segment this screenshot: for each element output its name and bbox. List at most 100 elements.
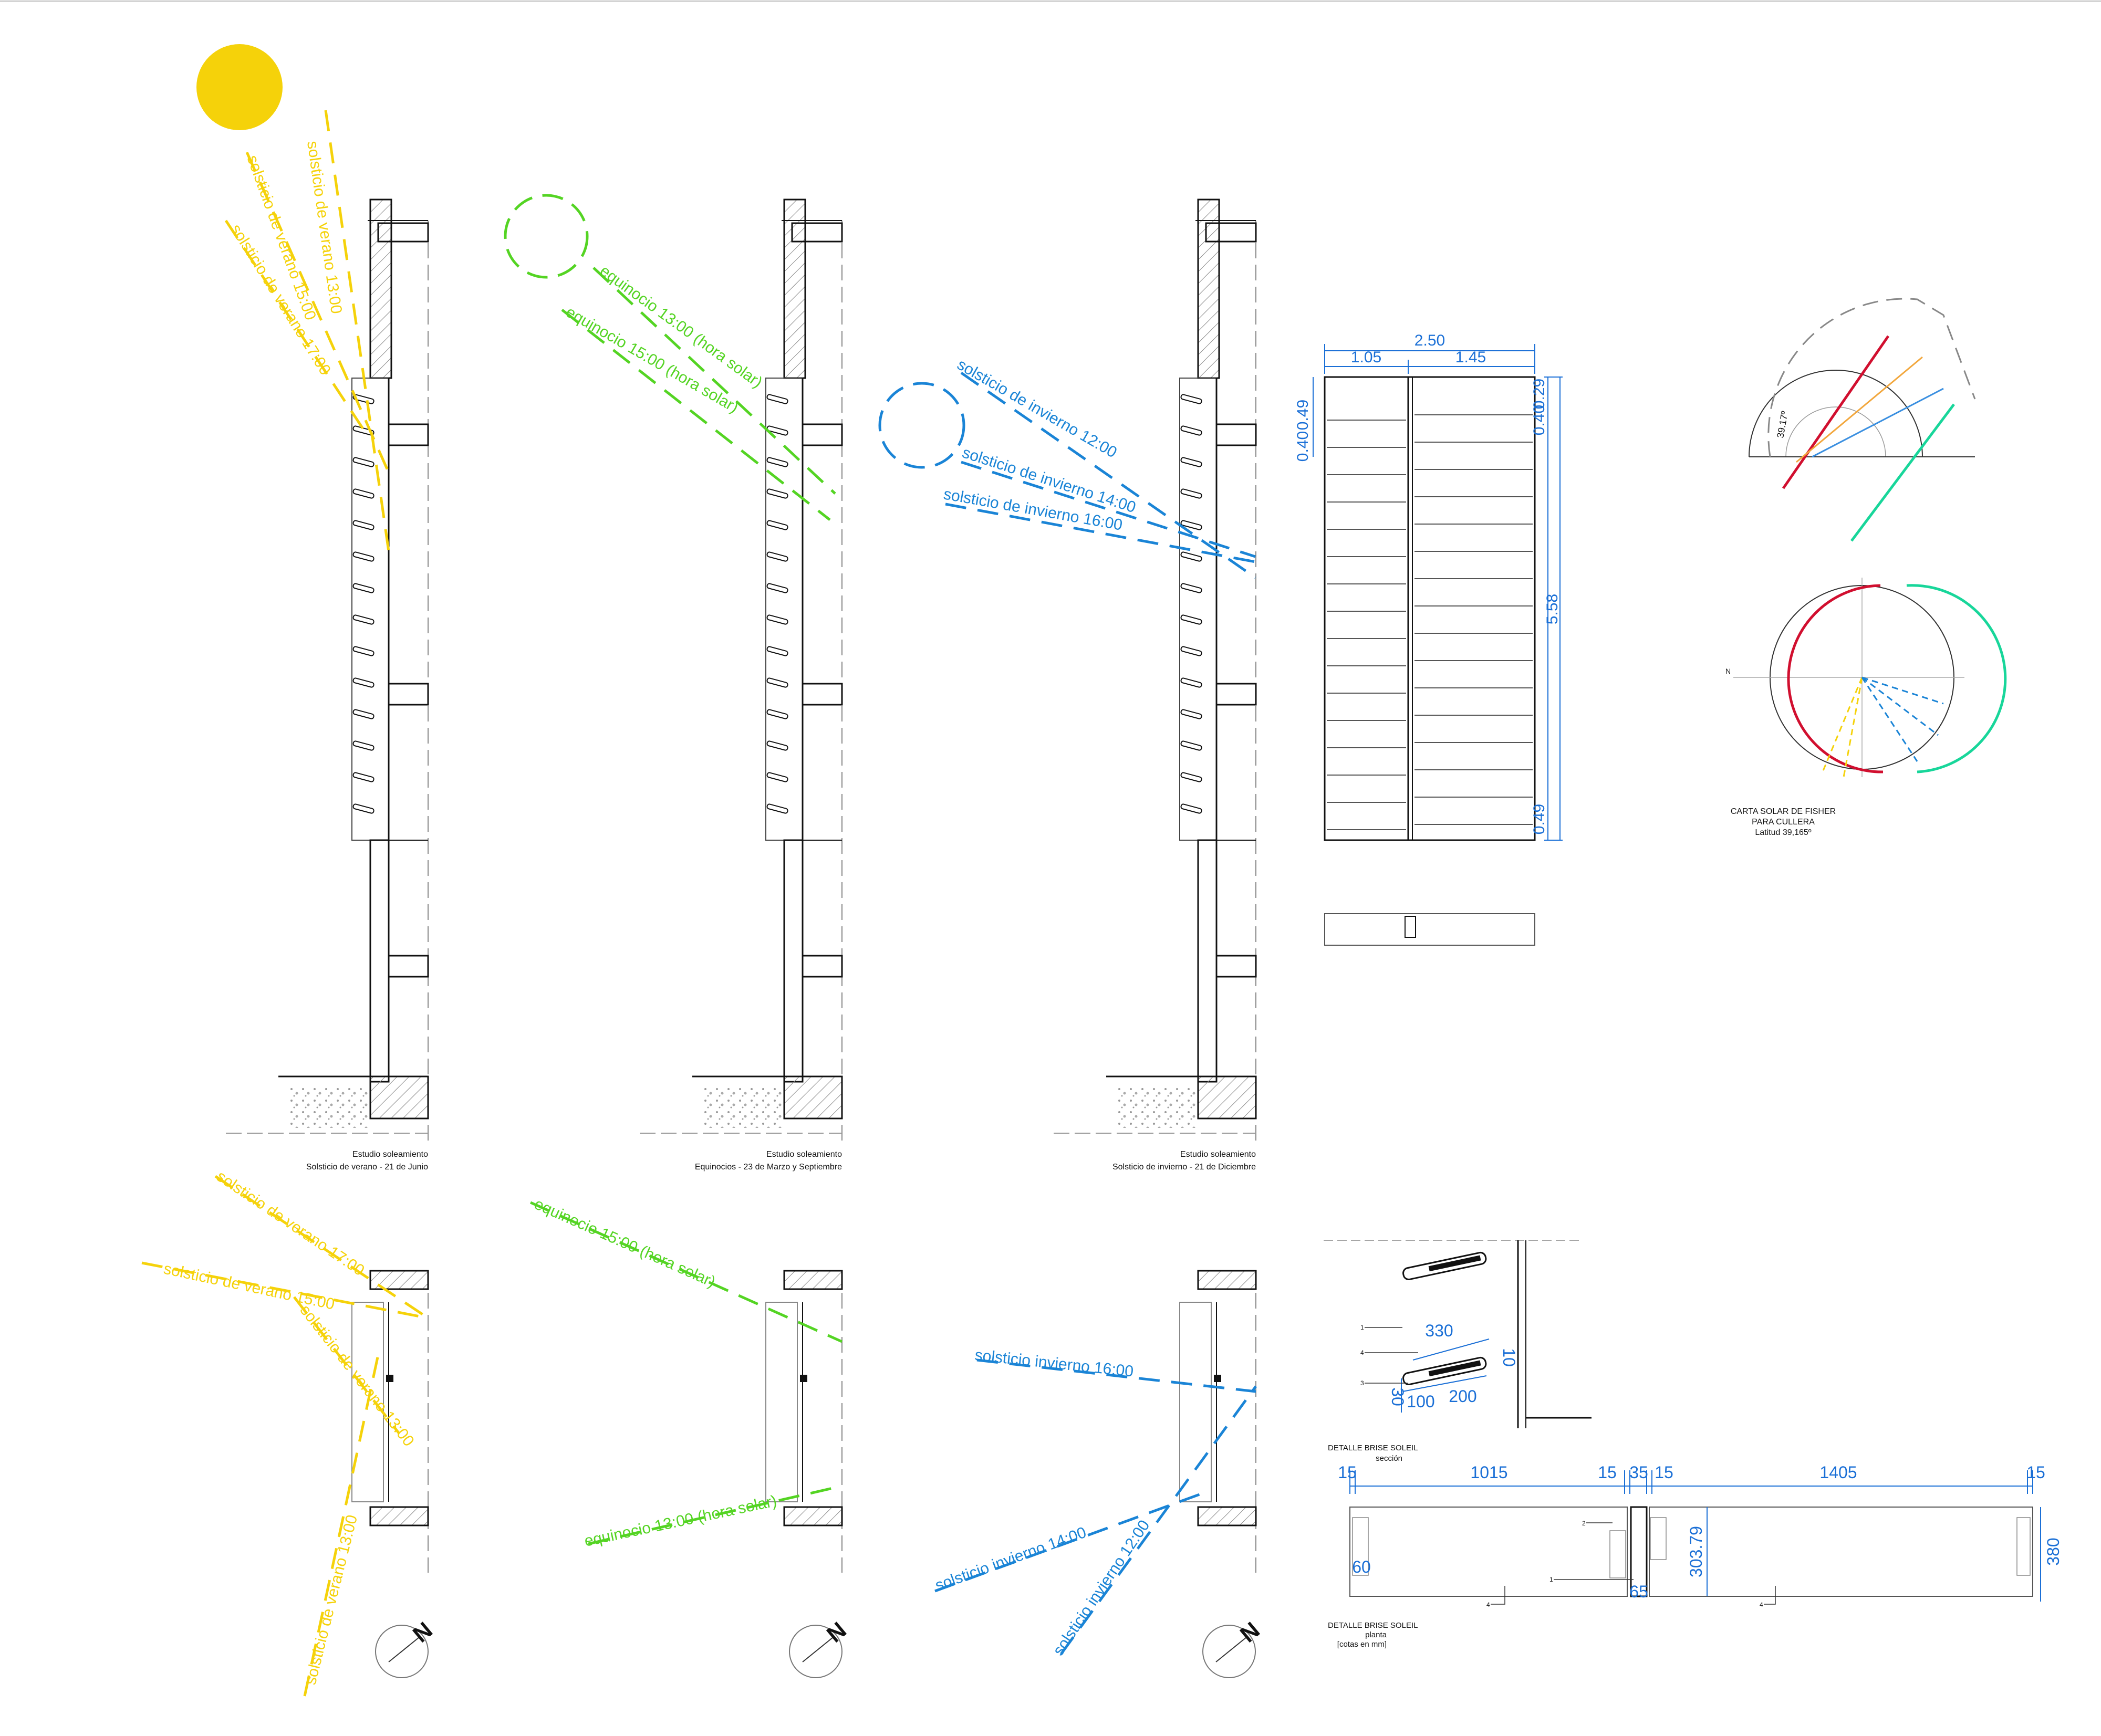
louvre-slat <box>352 583 375 593</box>
louvre-slat <box>352 520 375 530</box>
louvre-slat <box>766 488 788 499</box>
detail-dim-30: 30 <box>1388 1387 1407 1406</box>
louvre-slat <box>766 772 788 782</box>
louvre-slat <box>352 772 375 782</box>
floor-plan <box>351 1270 429 1573</box>
dim-right-second: 0.40 <box>1531 405 1548 435</box>
lower-wall <box>369 839 390 1083</box>
louvre-slat <box>1180 457 1202 467</box>
ground-fill <box>289 1086 368 1128</box>
foundation <box>783 1075 843 1120</box>
dim-right-width: 1.45 <box>1455 349 1486 366</box>
winter-sun-icon <box>878 382 965 469</box>
fisher-latitude: Latitud 39,165º <box>1755 828 1811 837</box>
summer-rays <box>224 110 390 552</box>
brise-soleil-section-detail: 330 10 30 100 200 1 4 3 DETALLE BRISE SO… <box>1324 1240 1592 1463</box>
floor-slab <box>802 683 843 706</box>
slat-body <box>766 394 788 404</box>
louvre-slat <box>1180 677 1202 688</box>
louvre-slat <box>766 740 788 751</box>
louvre-slat <box>766 646 788 656</box>
slat-body <box>766 614 788 625</box>
louvre-slat <box>352 488 375 499</box>
detail-marker-4: 4 <box>1360 1349 1364 1356</box>
roof-slab <box>377 222 429 243</box>
slat-body <box>1180 614 1202 625</box>
equinox-plan-label-2: equinocio 13:00 (hora solar) <box>583 1492 778 1550</box>
louvre-slat <box>766 520 788 530</box>
slat-body <box>766 457 788 467</box>
louvre-slat <box>352 709 375 719</box>
caption-summer-title: Estudio soleamiento <box>352 1150 428 1159</box>
brise-plan <box>765 1302 798 1502</box>
fisher-title: CARTA SOLAR DE FISHER <box>1731 807 1836 816</box>
plan-dim-60: 60 <box>1352 1557 1371 1576</box>
floor-slab <box>1215 683 1257 706</box>
caption-winter-sub: Solsticio de invierno - 21 de Diciembre <box>1112 1163 1256 1172</box>
slat-body <box>352 551 375 562</box>
louvre-slat <box>352 394 375 404</box>
slat-body <box>352 488 375 499</box>
equinox-plan-rays <box>529 1201 843 1545</box>
summer-ray-label-1: solsticio de verano 13:00 <box>304 140 345 315</box>
ground-fill <box>703 1086 782 1128</box>
caption-equinox-sub: Equinocios - 23 de Marzo y Septiembre <box>695 1163 842 1172</box>
slat-body <box>766 551 788 562</box>
facade-section <box>640 198 843 1145</box>
north-arrow-icon: N <box>375 1617 438 1678</box>
louvre-slat <box>1180 425 1202 436</box>
louvre-slat <box>766 614 788 625</box>
lower-wall <box>1197 839 1218 1083</box>
summer-sun-icon <box>196 44 283 130</box>
dim-right-top: 0.29 <box>1531 379 1548 409</box>
floor-plan <box>765 1270 843 1573</box>
louvre-slat <box>352 614 375 625</box>
slat-body <box>352 583 375 593</box>
louvre-slat <box>352 646 375 656</box>
section-captions: Estudio soleamiento Solsticio de verano … <box>306 1150 1256 1172</box>
ground-fill <box>1117 1086 1195 1128</box>
slat-body <box>766 803 788 814</box>
fisher-solar-chart: 39.17º N CARTA SOLAR DE FISHER PARA CULL… <box>1725 298 2007 837</box>
slat-body <box>1180 394 1202 404</box>
floor-slab <box>1215 955 1257 978</box>
slat-body <box>766 488 788 499</box>
summer-plan-label-4: solsticio de verano 13:00 <box>302 1513 361 1687</box>
slat-body <box>352 772 375 782</box>
slat-body <box>1180 583 1202 593</box>
detail-dim-100: 100 <box>1407 1392 1434 1411</box>
louvre-slat <box>766 394 788 404</box>
slat-body <box>1180 425 1202 436</box>
slat-body <box>766 425 788 436</box>
floor-slab <box>802 955 843 978</box>
louvre-slat <box>1180 740 1202 751</box>
slat-body <box>352 677 375 688</box>
slat-body <box>1180 803 1202 814</box>
dim-left-top: 0.49 <box>1294 400 1312 430</box>
louvre-slat <box>352 457 375 467</box>
plan-dim-303: 303.79 <box>1687 1526 1705 1577</box>
slat-body <box>766 677 788 688</box>
brise-soleil-plan-detail: 15 1015 15 35 15 1405 15 60 303.79 380 6… <box>1328 1463 2063 1649</box>
slat-body <box>1180 520 1202 530</box>
mullion <box>800 1375 807 1382</box>
louvre-slat <box>766 677 788 688</box>
foundation <box>1197 1075 1257 1120</box>
slat-body <box>766 772 788 782</box>
plan-marker-4-a: 4 <box>1486 1601 1490 1608</box>
slat-body <box>352 425 375 436</box>
upper-wall <box>1197 198 1220 379</box>
roof-slab <box>791 222 843 243</box>
louvre-slat <box>352 740 375 751</box>
equinox-rays <box>561 267 836 521</box>
louvre-slat <box>1180 803 1202 814</box>
caption-winter-title: Estudio soleamiento <box>1180 1150 1256 1159</box>
louvre-slat <box>1180 488 1202 499</box>
winter-plan-label-1: solsticio invierno 16:00 <box>974 1346 1134 1381</box>
floor-slab <box>388 955 429 978</box>
louvre-slat <box>766 709 788 719</box>
slat-body <box>352 614 375 625</box>
plan-dim-1405: 1405 <box>1819 1463 1857 1482</box>
louvre-slat <box>766 425 788 436</box>
